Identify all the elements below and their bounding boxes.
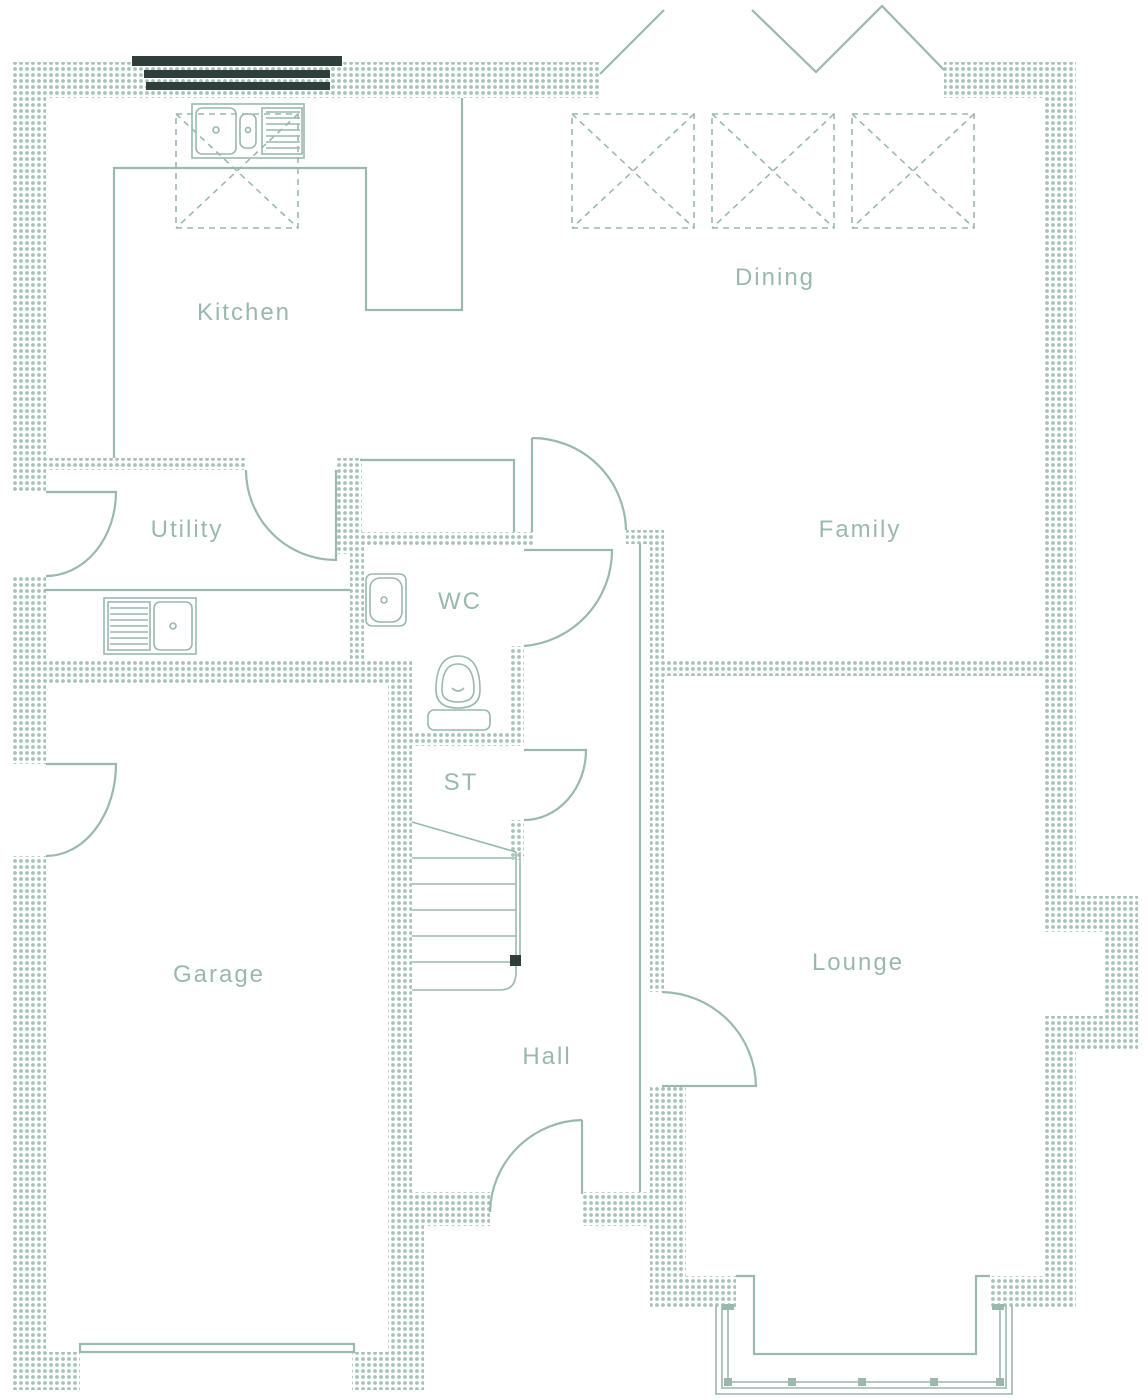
sink-icon (191, 103, 305, 159)
room-label-utility: Utility (151, 516, 224, 543)
basin-icon (365, 573, 407, 627)
utility-sink-icon (103, 597, 197, 655)
room-label-lounge: Lounge (812, 949, 904, 976)
room-label-garage: Garage (173, 961, 265, 988)
interior-lines (44, 98, 642, 1354)
room-label-kitchen: Kitchen (197, 299, 291, 326)
staircase-icon (411, 821, 521, 991)
room-label-wc: WC (438, 588, 482, 615)
bay-window-lounge (715, 1274, 1013, 1395)
walls (12, 62, 1138, 1390)
room-label-family: Family (819, 516, 902, 543)
room-label-st: ST (444, 769, 479, 796)
skylight-icon (571, 113, 975, 229)
room-label-dining: Dining (735, 264, 815, 291)
window-kitchen (132, 56, 342, 90)
room-label-hall: Hall (522, 1043, 571, 1070)
hob-icon (175, 113, 299, 229)
toilet-icon (427, 655, 491, 731)
doors (45, 4, 945, 1213)
